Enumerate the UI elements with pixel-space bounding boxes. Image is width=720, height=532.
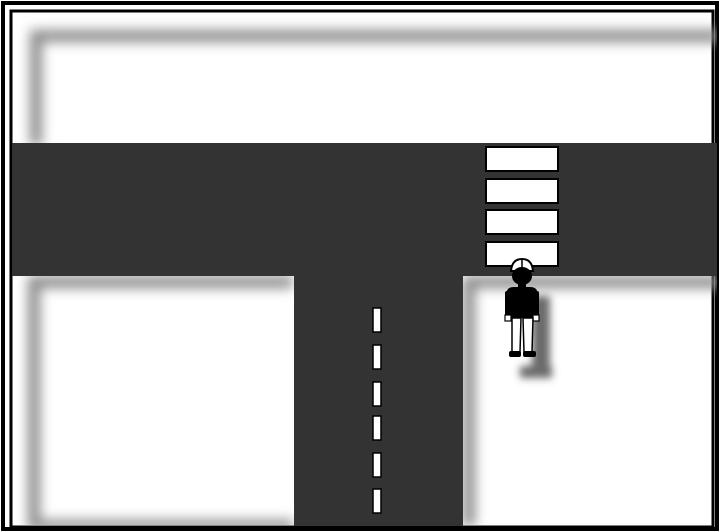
lane-dash	[373, 489, 381, 513]
crosswalk-stripe	[486, 210, 558, 234]
crosswalk-stripe	[486, 147, 558, 171]
lane-dash	[373, 453, 381, 477]
crosswalk-stripe	[486, 179, 558, 203]
right-arm	[533, 291, 539, 317]
lane-dash	[373, 308, 381, 332]
right-shoe	[523, 351, 536, 357]
lane-dash	[373, 345, 381, 369]
left-shoe	[509, 351, 521, 357]
lane-dash	[373, 382, 381, 406]
left-leg	[512, 318, 521, 352]
head	[512, 267, 532, 285]
lane-dash	[373, 416, 381, 440]
right-leg	[523, 318, 533, 352]
left-arm	[505, 291, 511, 317]
